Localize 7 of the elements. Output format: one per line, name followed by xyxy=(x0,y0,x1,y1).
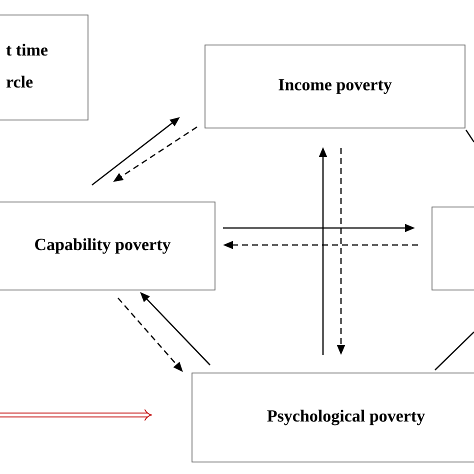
connector-line xyxy=(465,130,474,142)
text-box: t time rcle xyxy=(0,14,88,120)
connector-line xyxy=(434,332,474,370)
text-box: Psychological poverty xyxy=(192,372,474,462)
text-box: Income poverty xyxy=(204,44,466,128)
text-box: Capability poverty xyxy=(0,202,216,290)
empty-box xyxy=(432,206,474,290)
